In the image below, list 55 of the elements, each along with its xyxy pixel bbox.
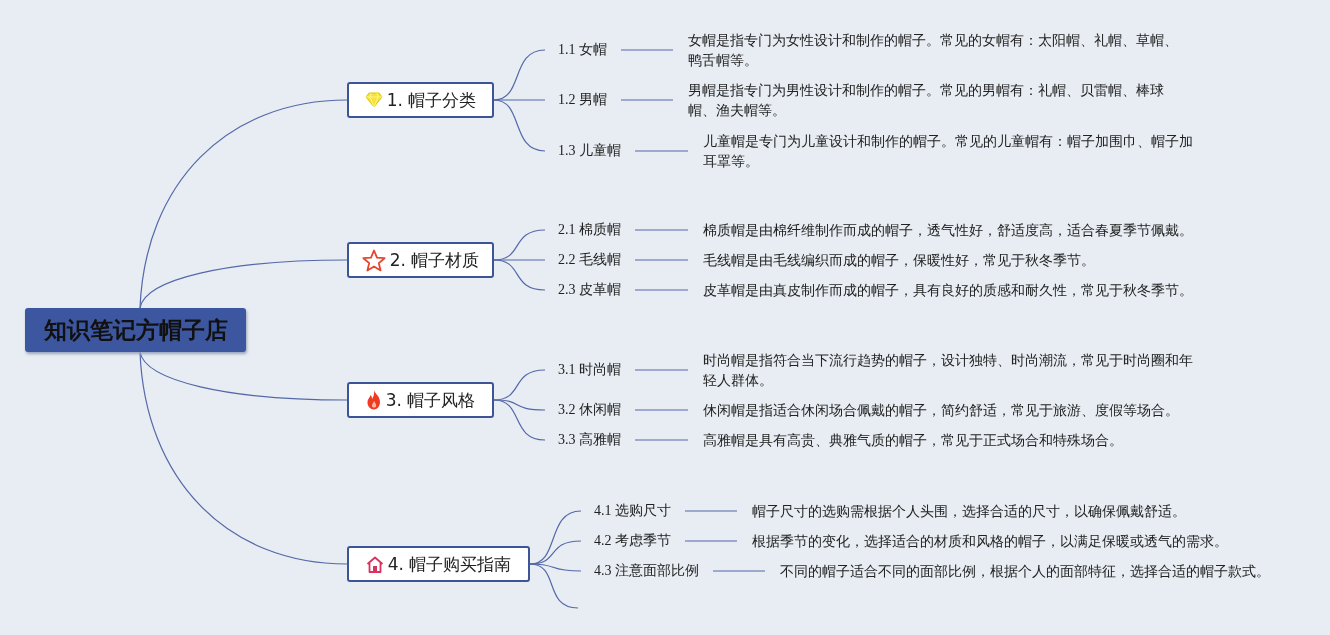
topic-box	[347, 546, 530, 582]
subtopic-label: 1.3 儿童帽	[545, 141, 635, 161]
subtopic-label: 2.3 皮革帽	[545, 280, 635, 300]
connector-line	[634, 229, 689, 231]
description-text: 高雅帽是具有高贵、典雅气质的帽子，常见于正式场合和特殊场合。	[688, 430, 1123, 450]
subtopic-label: 4.2 考虑季节	[581, 531, 685, 551]
connector-line	[529, 563, 582, 572]
description-text: 根据季节的变化，选择适合的材质和风格的帽子，以满足保暖或透气的需求。	[737, 531, 1228, 551]
connector-line	[634, 259, 689, 261]
description-text: 不同的帽子适合不同的面部比例，根据个人的面部特征，选择合适的帽子款式。	[765, 561, 1270, 581]
description-text: 帽子尺寸的选购需根据个人头围，选择合适的尺寸，以确保佩戴舒适。	[737, 501, 1186, 521]
connector-line	[634, 369, 689, 371]
topic-label: 2. 帽子材质	[389, 248, 480, 272]
connector-line	[529, 563, 579, 609]
connector-line	[493, 99, 546, 152]
connector-line	[634, 289, 689, 291]
connector-line	[684, 510, 738, 512]
description-text: 女帽是指专门为女性设计和制作的帽子。常见的女帽有：太阳帽、礼帽、草帽、鸭舌帽等。	[673, 30, 1188, 70]
topic-label: 3. 帽子风格	[385, 388, 476, 412]
connector-line	[493, 99, 546, 101]
topic-label: 4. 帽子购买指南	[387, 552, 512, 576]
description-text: 时尚帽是指符合当下流行趋势的帽子，设计独特、时尚潮流，常见于时尚圈和年轻人群体。	[688, 350, 1198, 390]
connector-line	[139, 351, 348, 565]
subtopic-label: 4.3 注意面部比例	[581, 561, 713, 581]
subtopic-label: 3.2 休闲帽	[545, 400, 635, 420]
description-text: 休闲帽是指适合休闲场合佩戴的帽子，简约舒适，常见于旅游、度假等场合。	[688, 400, 1179, 420]
connector-line	[620, 99, 674, 101]
description-text: 儿童帽是专门为儿童设计和制作的帽子。常见的儿童帽有：帽子加围巾、帽子加耳罩等。	[688, 131, 1198, 171]
description-text: 皮革帽是由真皮制作而成的帽子，具有良好的质感和耐久性，常见于秋冬季节。	[688, 280, 1193, 300]
connector-line	[493, 259, 546, 291]
topic-box	[347, 242, 494, 278]
connector-line	[634, 439, 689, 441]
subtopic-label: 2.2 毛线帽	[545, 250, 635, 270]
connector-line	[712, 570, 766, 572]
connector-line	[139, 259, 348, 309]
topic-box	[347, 382, 494, 418]
topic-box	[347, 82, 494, 118]
subtopic-label: 1.2 男帽	[545, 90, 621, 110]
root-topic-box: 知识笔记方帽子店	[25, 308, 246, 352]
description-text: 毛线帽是由毛线编织而成的帽子，保暖性好，常见于秋冬季节。	[688, 250, 1095, 270]
connector-line	[139, 99, 348, 309]
subtopic-label: 2.1 棉质帽	[545, 220, 635, 240]
subtopic-label: 4.1 选购尺寸	[581, 501, 685, 521]
topic-label: 1. 帽子分类	[386, 88, 477, 112]
description-text: 男帽是指专门为男性设计和制作的帽子。常见的男帽有：礼帽、贝雷帽、棒球帽、渔夫帽等。	[673, 80, 1173, 120]
connector-line	[634, 409, 689, 411]
connector-line	[620, 49, 674, 51]
description-text: 棉质帽是由棉纤维制作而成的帽子，透气性好，舒适度高，适合春夏季节佩戴。	[688, 220, 1193, 240]
subtopic-label: 3.1 时尚帽	[545, 360, 635, 380]
connector-line	[684, 540, 738, 542]
connector-line	[493, 399, 546, 441]
subtopic-label: 3.3 高雅帽	[545, 430, 635, 450]
subtopic-label: 1.1 女帽	[545, 40, 621, 60]
connector-line	[634, 150, 689, 152]
connector-line	[493, 399, 546, 411]
